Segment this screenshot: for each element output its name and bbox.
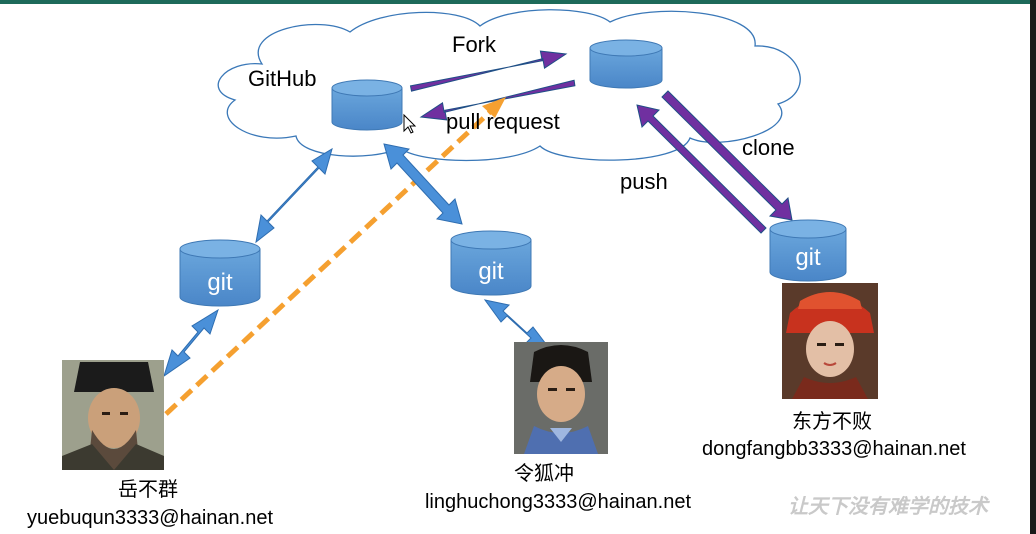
user-name-dongfang: 东方不败 — [792, 410, 872, 433]
user-email-dongfang: dongfangbb3333@hainan.net — [702, 438, 966, 460]
local-repo-yue-label: git — [207, 269, 233, 296]
pull-request-dashed-line — [164, 97, 506, 416]
slide-right-edge — [1030, 0, 1036, 534]
user-email-yue: yuebuqun3333@hainan.net — [27, 507, 274, 529]
slide-top-bar — [0, 0, 1036, 4]
user-email-linghu: linghuchong3333@hainan.net — [425, 491, 692, 513]
fork-label: Fork — [452, 32, 497, 57]
github-main-repo — [331, 79, 403, 131]
avatar-yue — [62, 360, 164, 470]
clone-arrow — [661, 90, 793, 221]
local-repo-linghu: git — [450, 230, 532, 296]
push-arrow — [636, 104, 767, 234]
local-repo-yue: git — [179, 239, 261, 307]
sync-arrow-yue-local — [163, 308, 219, 378]
sync-arrow-linghu-github — [383, 143, 463, 225]
local-repo-dongfang: git — [769, 219, 847, 282]
local-repo-linghu-label: git — [478, 258, 504, 285]
user-name-linghu: 令狐冲 — [514, 462, 574, 485]
watermark-text: 让天下没有难学的技术 — [788, 495, 990, 518]
sync-arrow-yue-github — [255, 147, 333, 244]
github-label: GitHub — [248, 66, 316, 91]
fork-arrow — [409, 50, 568, 92]
pull-request-label: pull request — [446, 109, 560, 134]
forked-repo — [589, 39, 663, 89]
clone-label: clone — [742, 135, 795, 160]
avatar-dongfang — [782, 283, 878, 399]
push-label: push — [620, 169, 668, 194]
avatar-linghu — [514, 342, 608, 454]
local-repo-dongfang-label: git — [795, 244, 821, 271]
mouse-cursor-icon — [403, 113, 417, 134]
user-name-yue: 岳不群 — [118, 478, 178, 501]
